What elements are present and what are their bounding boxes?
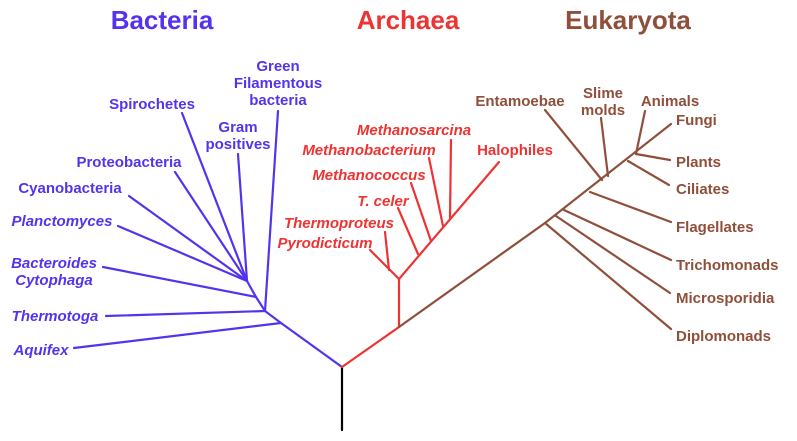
label-flagellates: Flagellates bbox=[676, 219, 754, 236]
label-spirochetes: Spirochetes bbox=[109, 96, 195, 113]
label-diplomonads: Diplomonads bbox=[676, 328, 771, 345]
label-entamoebae: Entamoebae bbox=[475, 93, 564, 110]
label-methanococcus: Methanococcus bbox=[312, 167, 425, 184]
archaea-branches bbox=[340, 138, 501, 369]
label-planctomyces: Planctomyces bbox=[12, 213, 113, 230]
label-cyanobacteria: Cyanobacteria bbox=[18, 180, 122, 197]
label-plants: Plants bbox=[676, 154, 721, 171]
label-green-filamentous-1: Green bbox=[256, 58, 299, 75]
label-methanobacterium: Methanobacterium bbox=[302, 142, 435, 159]
label-thermotoga: Thermotoga bbox=[12, 308, 99, 325]
label-proteobacteria: Proteobacteria bbox=[76, 154, 182, 171]
label-methanosarcina: Methanosarcina bbox=[357, 122, 471, 139]
label-slime-molds-1: Slime bbox=[583, 85, 623, 102]
label-thermoproteus: Thermoproteus bbox=[284, 215, 394, 232]
label-gram-positives-2: positives bbox=[205, 136, 270, 153]
label-green-filamentous-3: bacteria bbox=[249, 92, 307, 109]
label-slime-molds-2: molds bbox=[581, 102, 625, 119]
label-fungi: Fungi bbox=[676, 112, 717, 129]
label-aquifex: Aquifex bbox=[12, 342, 69, 359]
header-eukaryota: Eukaryota bbox=[565, 5, 691, 35]
label-microsporidia: Microsporidia bbox=[676, 290, 775, 307]
label-t-celer: T. celer bbox=[357, 193, 410, 210]
header-bacteria: Bacteria bbox=[111, 5, 214, 35]
label-ciliates: Ciliates bbox=[676, 181, 729, 198]
header-archaea: Archaea bbox=[357, 5, 460, 35]
label-gram-positives-1: Gram bbox=[218, 119, 257, 136]
label-trichomonads: Trichomonads bbox=[676, 257, 779, 274]
eukaryota-branches bbox=[397, 108, 673, 331]
label-bacteroides: Bacteroides bbox=[11, 255, 97, 272]
label-cytophaga: Cytophaga bbox=[15, 272, 93, 289]
label-pyrodicticum: Pyrodicticum bbox=[277, 235, 372, 252]
label-green-filamentous-2: Filamentous bbox=[234, 75, 322, 92]
bacteria-branches bbox=[72, 109, 344, 369]
label-halophiles: Halophiles bbox=[477, 142, 553, 159]
label-animals: Animals bbox=[641, 93, 699, 110]
